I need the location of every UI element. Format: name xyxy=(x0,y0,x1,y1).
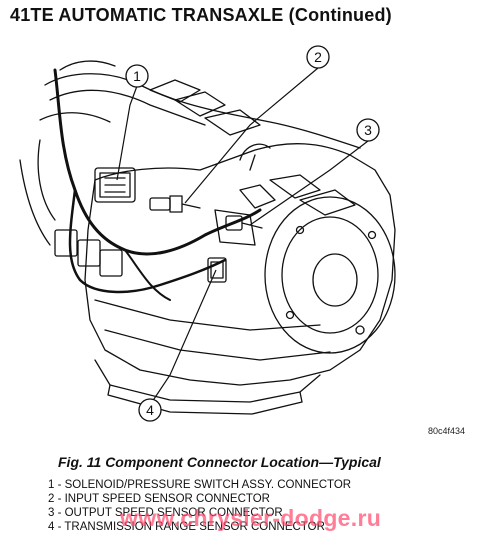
callout-4-label: 4 xyxy=(146,402,154,418)
callout-1-label: 1 xyxy=(133,68,141,84)
legend-item: 1 - SOLENOID/PRESSURE SWITCH ASSY. CONNE… xyxy=(48,479,352,491)
callout-2: 2 xyxy=(306,45,330,69)
callout-4: 4 xyxy=(138,398,162,422)
transaxle-illustration: 1 2 3 4 xyxy=(0,30,489,445)
converter-housing xyxy=(264,196,396,354)
callout-3-label: 3 xyxy=(364,122,372,138)
figure-caption: Fig. 11 Component Connector Location—Typ… xyxy=(58,454,381,470)
wiring-harness xyxy=(53,68,262,256)
legend-item: 2 - INPUT SPEED SENSOR CONNECTOR xyxy=(48,493,270,505)
oil-pan xyxy=(94,359,321,403)
engine-top-outline xyxy=(44,73,361,149)
callout-1: 1 xyxy=(125,64,149,88)
figure-code: 80c4f434 xyxy=(428,426,466,436)
callout-3: 3 xyxy=(356,118,380,142)
legend-item: 3 - OUTPUT SPEED SENSOR CONNECTOR xyxy=(48,507,283,519)
callout-2-label: 2 xyxy=(314,49,322,65)
page-title: 41TE AUTOMATIC TRANSAXLE (Continued) xyxy=(10,5,392,25)
legend: 1 - SOLENOID/PRESSURE SWITCH ASSY. CONNE… xyxy=(48,478,351,534)
legend-item: 4 - TRANSMISSION RANGE SENSOR CONNECTOR xyxy=(48,521,325,533)
watermark: www.chrysler-dodge.ru xyxy=(120,505,382,531)
transaxle-case-outline xyxy=(84,143,396,386)
